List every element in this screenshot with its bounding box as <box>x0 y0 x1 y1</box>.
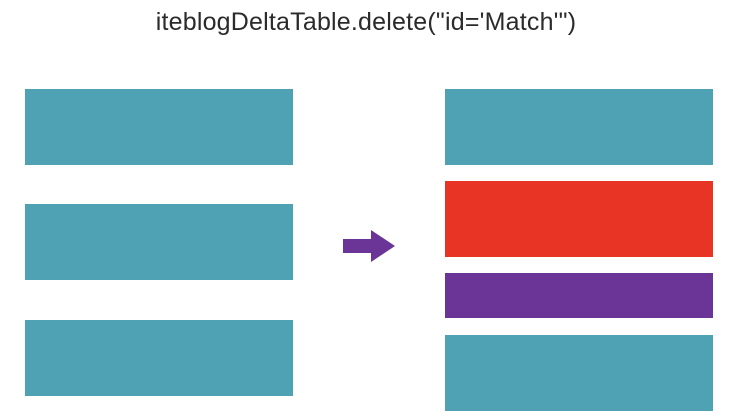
before-row-block <box>25 320 293 396</box>
arrow-shape <box>343 230 395 262</box>
right-arrow-icon <box>343 230 395 262</box>
after-row-block <box>445 335 713 411</box>
before-row-block <box>25 89 293 165</box>
diagram-title: iteblogDeltaTable.delete("id='Match'") <box>155 8 577 36</box>
after-row-block <box>445 181 713 257</box>
after-row-block <box>445 89 713 165</box>
before-row-block <box>25 204 293 280</box>
after-row-block <box>445 273 713 318</box>
